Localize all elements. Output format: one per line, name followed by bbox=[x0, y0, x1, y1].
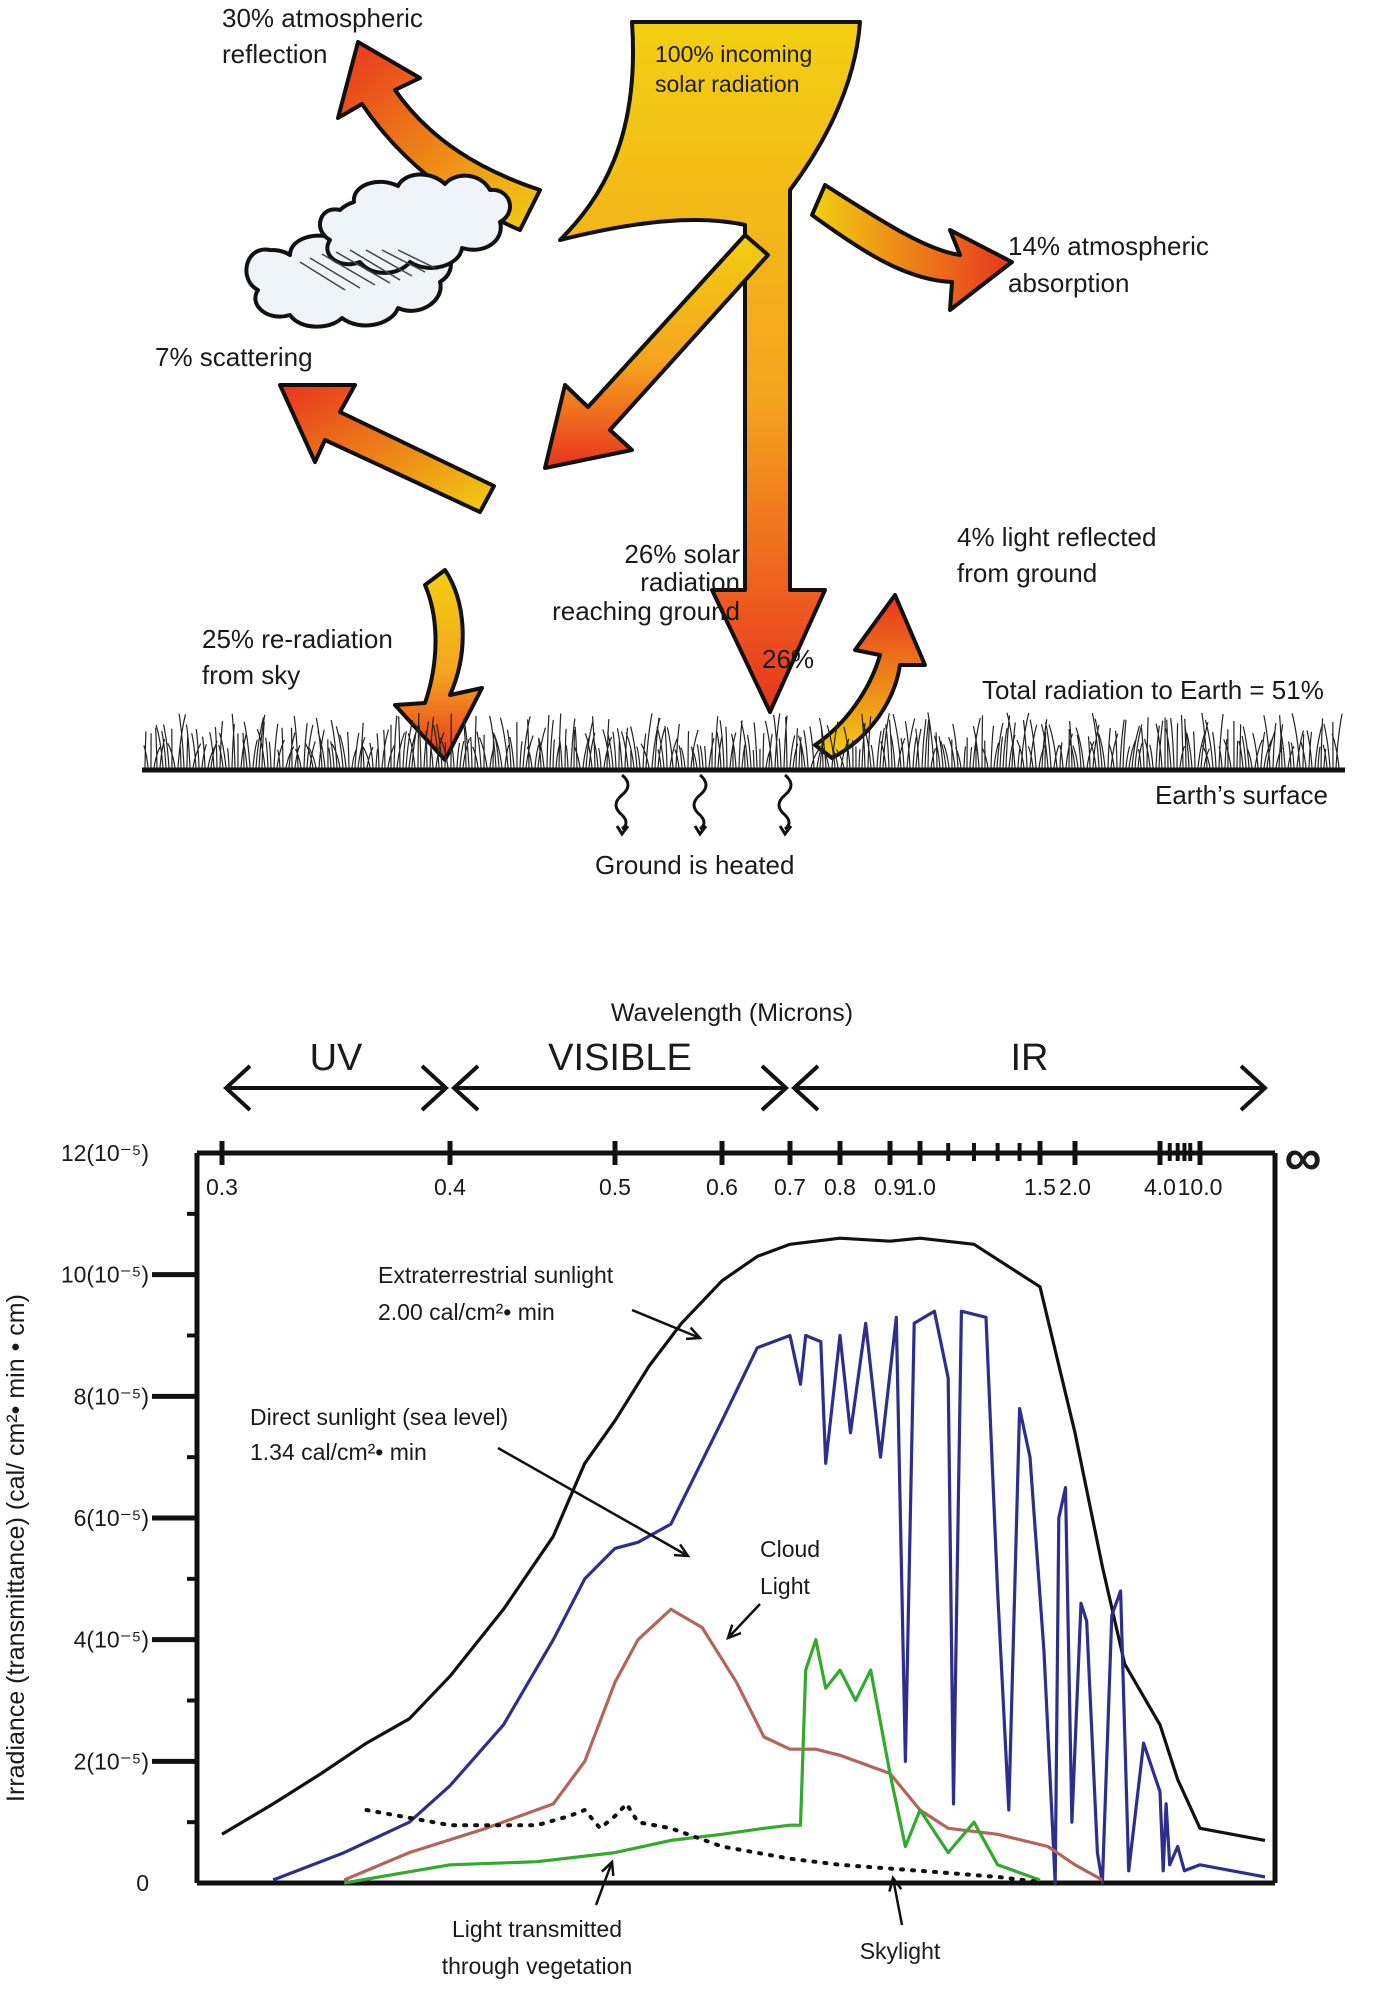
band-arrow-head bbox=[760, 1064, 789, 1112]
band-arrow-head bbox=[223, 1064, 252, 1112]
label-reflection-2: reflection bbox=[222, 39, 328, 69]
annotation-pointer-head bbox=[685, 1326, 703, 1341]
scattering-arrow bbox=[278, 383, 496, 514]
band-label: VISIBLE bbox=[548, 1037, 692, 1079]
y-axis-title: Irradiance (transmittance) (cal/ cm²• mi… bbox=[2, 1294, 30, 1802]
series-line bbox=[364, 1801, 1050, 1885]
cloud-icon bbox=[244, 172, 512, 329]
x-tick-label: 0.7 bbox=[774, 1174, 806, 1200]
x-tick-label: 0.4 bbox=[434, 1174, 466, 1200]
annotation-label: Cloud bbox=[760, 1536, 820, 1562]
annotation-label: Light transmitted bbox=[452, 1916, 622, 1942]
label-reaching-2: radiation bbox=[640, 567, 740, 597]
annotation-sublabel: 1.34 cal/cm²• min bbox=[250, 1439, 427, 1465]
annotation-pointer bbox=[727, 1603, 761, 1639]
y-tick-label: 6(10⁻⁵) bbox=[74, 1505, 149, 1531]
chart-curves bbox=[221, 1236, 1266, 1885]
band-label: IR bbox=[1011, 1037, 1049, 1079]
annotation-pointer bbox=[497, 1446, 689, 1558]
label-reradiation-2: from sky bbox=[202, 660, 300, 690]
y-tick-label: 8(10⁻⁵) bbox=[74, 1383, 149, 1409]
label-reaching-3: reaching ground bbox=[552, 596, 740, 626]
label-incoming-2: solar radiation bbox=[655, 71, 799, 97]
ground-reflect-arrow bbox=[813, 593, 927, 760]
x-axis-title: Wavelength (Microns) bbox=[611, 999, 853, 1027]
label-reaching-pct: 26% bbox=[762, 644, 814, 674]
annotation-label: Direct sunlight (sea level) bbox=[250, 1404, 508, 1430]
band-arrow-head bbox=[420, 1064, 449, 1112]
series-line bbox=[343, 1607, 1104, 1882]
y-tick-label: 2(10⁻⁵) bbox=[74, 1748, 149, 1774]
heat-wave-icon bbox=[614, 773, 793, 837]
x-tick-label: 0.6 bbox=[706, 1174, 738, 1200]
annotation-label: Extraterrestrial sunlight bbox=[378, 1262, 614, 1288]
annotation-pointer-head bbox=[673, 1543, 691, 1558]
annotation-sublabel: 2.00 cal/cm²• min bbox=[378, 1299, 555, 1325]
grass-blades bbox=[143, 712, 1343, 769]
grass-icon bbox=[143, 712, 1343, 769]
series-line bbox=[272, 1309, 1266, 1885]
label-ground-reflect-2: from ground bbox=[957, 558, 1097, 588]
band-arrow-head bbox=[1239, 1064, 1268, 1112]
wavelength-bands: UV VISIBLE IR bbox=[223, 1037, 1268, 1112]
label-reflection-1: 30% atmospheric bbox=[222, 3, 423, 33]
band-label: UV bbox=[310, 1037, 363, 1079]
band-arrow-head bbox=[791, 1064, 820, 1112]
x-tick-label: 10.0 bbox=[1178, 1174, 1223, 1200]
label-absorption-2: absorption bbox=[1008, 268, 1129, 298]
label-heated: Ground is heated bbox=[595, 850, 794, 880]
annotation-pointer-head bbox=[888, 1875, 903, 1892]
label-scattering: 7% scattering bbox=[155, 342, 313, 372]
x-tick-label: 2.0 bbox=[1059, 1174, 1091, 1200]
diagonal-down-arrow bbox=[543, 233, 770, 470]
absorption-arrow bbox=[810, 183, 1014, 312]
y-tick-label: 10(10⁻⁵) bbox=[61, 1262, 149, 1288]
y-tick-label: 12(10⁻⁵) bbox=[61, 1140, 149, 1166]
chart-annotations: Extraterrestrial sunlight 2.00 cal/cm²• m… bbox=[250, 1262, 941, 1979]
annotation-pointer bbox=[631, 1308, 701, 1340]
annotation-pointer-head bbox=[601, 1859, 615, 1877]
infinity-symbol: ∞ bbox=[1284, 1129, 1321, 1187]
x-tick-label: 1.0 bbox=[904, 1174, 936, 1200]
x-tick-label: 0.8 bbox=[824, 1174, 856, 1200]
label-incoming-1: 100% incoming bbox=[655, 41, 812, 67]
spectral-chart: Wavelength (Microns) Irradiance (transmi… bbox=[2, 999, 1322, 1979]
series-line bbox=[221, 1236, 1266, 1842]
label-ground-reflect-1: 4% light reflected bbox=[957, 522, 1156, 552]
annotation-pointer bbox=[594, 1861, 614, 1906]
x-tick-label: 1.5 bbox=[1024, 1174, 1056, 1200]
incoming-radiation-funnel bbox=[558, 20, 862, 714]
label-total: Total radiation to Earth = 51% bbox=[982, 675, 1324, 705]
x-tick-label: 0.9 bbox=[874, 1174, 906, 1200]
y-tick-label: 4(10⁻⁵) bbox=[74, 1627, 149, 1653]
label-surface: Earth’s surface bbox=[1155, 780, 1328, 810]
annotation-pointer bbox=[891, 1877, 904, 1926]
label-reaching-1: 26% solar bbox=[624, 539, 740, 569]
series-line bbox=[343, 1638, 1041, 1885]
annotation-sublabel: Light bbox=[760, 1573, 810, 1599]
annotation-label: Skylight bbox=[860, 1938, 941, 1964]
x-tick-label: 0.5 bbox=[599, 1174, 631, 1200]
x-tick-label: 4.0 bbox=[1144, 1174, 1176, 1200]
annotation-pointer-head bbox=[726, 1624, 742, 1641]
annotation-sublabel: through vegetation bbox=[442, 1953, 633, 1979]
band-arrow-head bbox=[451, 1064, 480, 1112]
radiation-budget-diagram: 100% incoming solar radiation 30% atmosp… bbox=[142, 3, 1345, 880]
label-reradiation-1: 25% re-radiation bbox=[202, 624, 393, 654]
y-tick-label: 0 bbox=[136, 1870, 149, 1896]
x-tick-label: 0.3 bbox=[206, 1174, 238, 1200]
label-absorption-1: 14% atmospheric bbox=[1008, 231, 1209, 261]
